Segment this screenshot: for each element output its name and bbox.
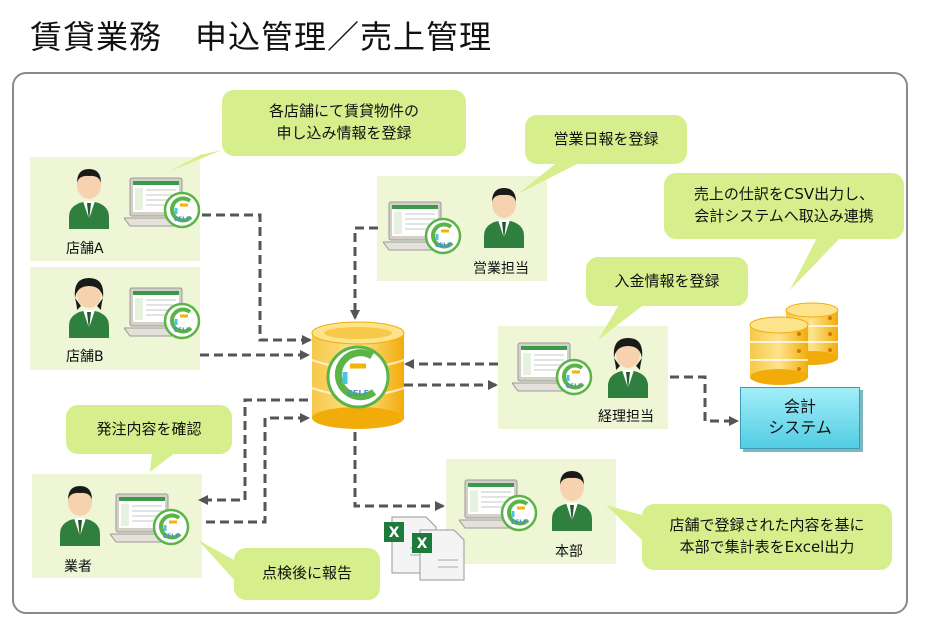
arrow-sales-to-db	[350, 226, 378, 320]
svg-text:X: X	[389, 525, 400, 541]
bubble-csv-export: 売上の仕訳をCSV出力し、 会計システムへ取込み連携	[664, 173, 904, 239]
person-icon	[65, 163, 113, 229]
bubble-tail	[606, 505, 642, 540]
svg-text:CELF: CELF	[435, 242, 451, 249]
celf-logo-icon: CELF	[424, 217, 462, 255]
label-hq: 本部	[555, 544, 583, 560]
svg-text:CELF: CELF	[566, 383, 582, 390]
diagram-frame	[12, 72, 908, 614]
svg-text:CELF: CELF	[511, 519, 527, 526]
arrow-db-to-hq	[353, 418, 445, 511]
celf-logo-icon: CELF	[152, 508, 190, 546]
svg-text:CELF: CELF	[163, 533, 179, 540]
person-icon	[604, 332, 652, 398]
celf-logo-icon: CELF	[163, 302, 201, 340]
accounting-system-box: 会計 システム	[740, 387, 860, 449]
bubble-inspection-report: 点検後に報告	[234, 548, 380, 600]
bubble-tail	[168, 150, 222, 172]
person-icon	[56, 480, 104, 546]
bubble-tail	[790, 236, 842, 290]
bubble-daily-report: 営業日報を登録	[525, 115, 687, 164]
label-store-a: 店舗A	[66, 241, 104, 257]
label-sales: 営業担当	[473, 261, 529, 277]
svg-text:CELF: CELF	[174, 216, 190, 223]
label-vendor: 業者	[64, 559, 92, 575]
svg-text:X: X	[417, 536, 428, 552]
bubble-tail	[518, 160, 585, 194]
db-logo-text: CELF	[347, 389, 369, 398]
bubble-tail	[150, 452, 176, 472]
excel-file-icon: X	[412, 529, 465, 581]
label-store-b: 店舗B	[66, 349, 104, 365]
bubble-tail	[198, 540, 236, 582]
label-accounting: 経理担当	[598, 409, 654, 425]
bubble-tail	[598, 303, 646, 340]
arrow-db-to-vendor	[198, 398, 308, 505]
page-title: 賃貸業務 申込管理／売上管理	[30, 18, 493, 56]
arrow-vendor-to-db	[206, 413, 310, 524]
celf-logo-icon: CELF	[555, 358, 593, 396]
person-icon	[548, 465, 596, 531]
bubble-payment: 入金情報を登録	[586, 257, 748, 306]
bubble-order-check: 発注内容を確認	[66, 405, 232, 454]
celf-logo-icon: CELF	[500, 494, 538, 532]
database-icon	[749, 316, 809, 385]
person-icon	[480, 182, 528, 248]
database-icon: CELF	[311, 321, 405, 429]
arrow-store-a-to-db	[202, 213, 312, 345]
celf-logo-icon: CELF	[163, 191, 201, 229]
bubble-store-register: 各店舗にて賃貸物件の 申し込み情報を登録	[222, 90, 466, 156]
svg-text:CELF: CELF	[174, 327, 190, 334]
arrow-accounting-to-system	[670, 375, 739, 426]
person-icon	[65, 272, 113, 338]
bubble-excel-output: 店舗で登録された内容を基に 本部で集計表をExcel出力	[642, 504, 892, 570]
